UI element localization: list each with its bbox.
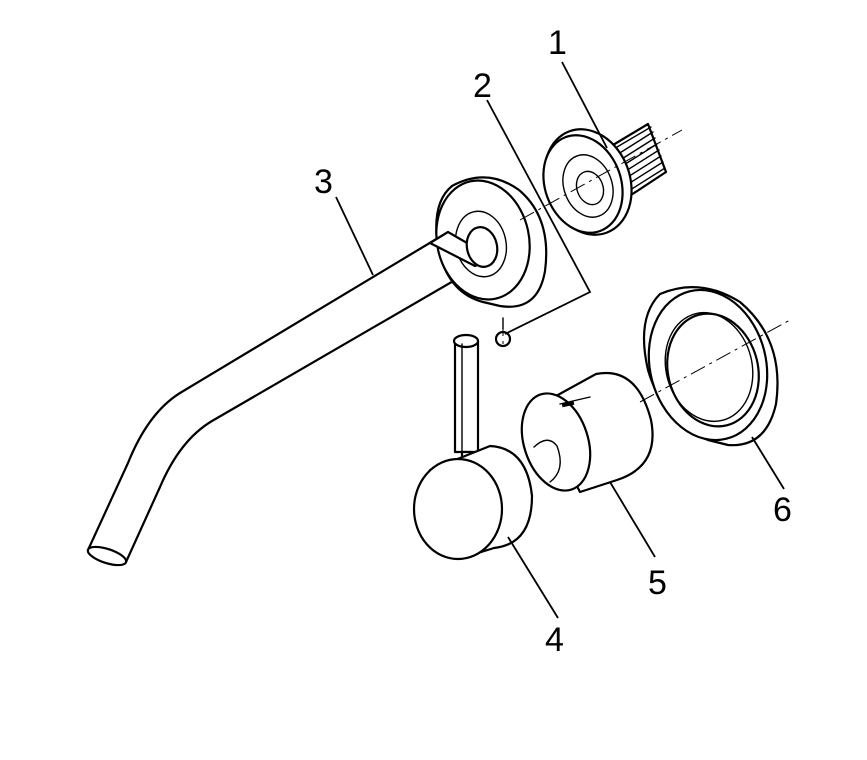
part-2-escutcheon bbox=[428, 176, 548, 348]
leader-2 bbox=[486, 99, 592, 335]
leader-5 bbox=[609, 481, 656, 558]
callout-labels: 1 2 3 4 5 6 bbox=[314, 24, 792, 659]
leader-3 bbox=[335, 196, 374, 276]
leader-4 bbox=[507, 536, 559, 619]
callout-6: 6 bbox=[773, 491, 792, 529]
centre-lines bbox=[502, 129, 791, 403]
callout-3: 3 bbox=[314, 163, 333, 201]
callout-5: 5 bbox=[648, 564, 667, 602]
leader-6 bbox=[751, 436, 785, 490]
part-1-threaded-connector bbox=[542, 122, 668, 236]
leader-lines bbox=[335, 61, 785, 619]
part-5-sleeve bbox=[520, 371, 654, 494]
callout-2: 2 bbox=[473, 67, 492, 105]
part-6-cover-ring bbox=[642, 286, 779, 447]
leader-1 bbox=[561, 61, 608, 149]
callout-4: 4 bbox=[545, 621, 564, 659]
callout-1: 1 bbox=[548, 24, 567, 62]
part-4-lever-handle bbox=[412, 333, 534, 561]
